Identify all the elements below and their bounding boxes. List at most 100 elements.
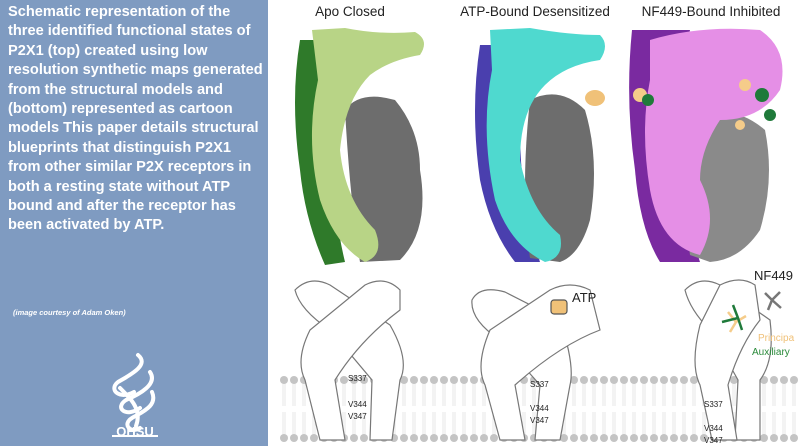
lipid-head [600,434,608,442]
lipid-tail [652,384,656,406]
lipid-tail [362,384,366,406]
lipid-tail [602,384,606,406]
nf449-bound-surface-map [629,28,783,262]
lipid-tail [352,384,356,406]
cartoon-nf449 [684,279,772,441]
lipid-head [610,376,618,384]
lipid-head [560,434,568,442]
lipid-head [290,376,298,384]
lipid-head [360,376,368,384]
lipid-tail [642,412,646,434]
lipid-tail [532,384,536,406]
lipid-head [280,376,288,384]
lipid-tail [442,384,446,406]
lipid-head [310,434,318,442]
atp-label: ATP [572,290,597,305]
cartoon-apo [294,280,404,441]
cartoon-atp [471,284,601,441]
lipid-tail [792,412,796,434]
lipid-tail [442,412,446,434]
lipid-tail [352,412,356,434]
lipid-head [430,434,438,442]
lipid-head [730,376,738,384]
lipid-head [670,434,678,442]
lipid-head [790,434,798,442]
lipid-tail [582,384,586,406]
lipid-tail [572,384,576,406]
lipid-tail [302,412,306,434]
lipid-tail [692,412,696,434]
lipid-head [440,434,448,442]
lipid-head [630,434,638,442]
nf449-label: NF449 [754,268,794,283]
lipid-tail [762,412,766,434]
lipid-tail [732,384,736,406]
lipid-tail [782,384,786,406]
lipid-tail [692,384,696,406]
lipid-head [420,434,428,442]
structure-figure [280,28,798,442]
lipid-tail [452,412,456,434]
residue-label: S337 [348,374,367,383]
lipid-tail [302,384,306,406]
lipid-tail [612,412,616,434]
lipid-tail [472,384,476,406]
lipid-head [460,434,468,442]
lipid-tail [592,384,596,406]
lipid-head [620,376,628,384]
lipid-tail [762,384,766,406]
lipid-head [690,434,698,442]
lipid-head [470,376,478,384]
lipid-head [780,376,788,384]
lipid-tail [652,412,656,434]
lipid-tail [482,384,486,406]
lipid-head [570,434,578,442]
lipid-head [590,376,598,384]
lipid-tail [782,412,786,434]
cartoon-models [294,279,772,441]
lipid-head [630,376,638,384]
lipid-head [780,434,788,442]
residue-label: V344 [530,404,549,413]
logo-text: OHSU [116,424,154,439]
lipid-tail [662,384,666,406]
lipid-head [570,376,578,384]
lipid-tail [772,384,776,406]
principal-legend: Principa [758,333,795,344]
description-text: Schematic representation of the three id… [8,4,263,234]
residue-label: S337 [704,400,723,409]
residue-label: V344 [704,424,723,433]
lipid-head [360,434,368,442]
lipid-head [680,376,688,384]
lipid-tail [462,412,466,434]
title-nf449-bound: NF449-Bound Inhibited [641,4,781,19]
lipid-head [660,376,668,384]
lipid-tail [452,384,456,406]
lipid-tail [532,412,536,434]
lipid-tail [482,412,486,434]
lipid-head [470,434,478,442]
lipid-head [580,434,588,442]
lipid-tail [662,412,666,434]
apo-closed-surface-map [295,28,424,265]
lipid-head [610,434,618,442]
nf449-bound-ligand-icon [721,304,747,333]
lipid-tail [612,384,616,406]
lipid-head [350,376,358,384]
residue-label: V344 [348,400,367,409]
residue-label: S337 [530,380,549,389]
lipid-tail [462,384,466,406]
lipid-head [290,434,298,442]
lipid-head [280,434,288,442]
lipid-tail [572,412,576,434]
lipid-tail [282,384,286,406]
lipid-head [670,376,678,384]
auxiliary-legend: Auxiliary [752,347,790,358]
lipid-head [340,376,348,384]
lipid-head [490,434,498,442]
ohsu-logo-icon [112,353,158,437]
lipid-tail [412,412,416,434]
lipid-tail [422,412,426,434]
lipid-tail [292,412,296,434]
lipid-head [440,376,448,384]
